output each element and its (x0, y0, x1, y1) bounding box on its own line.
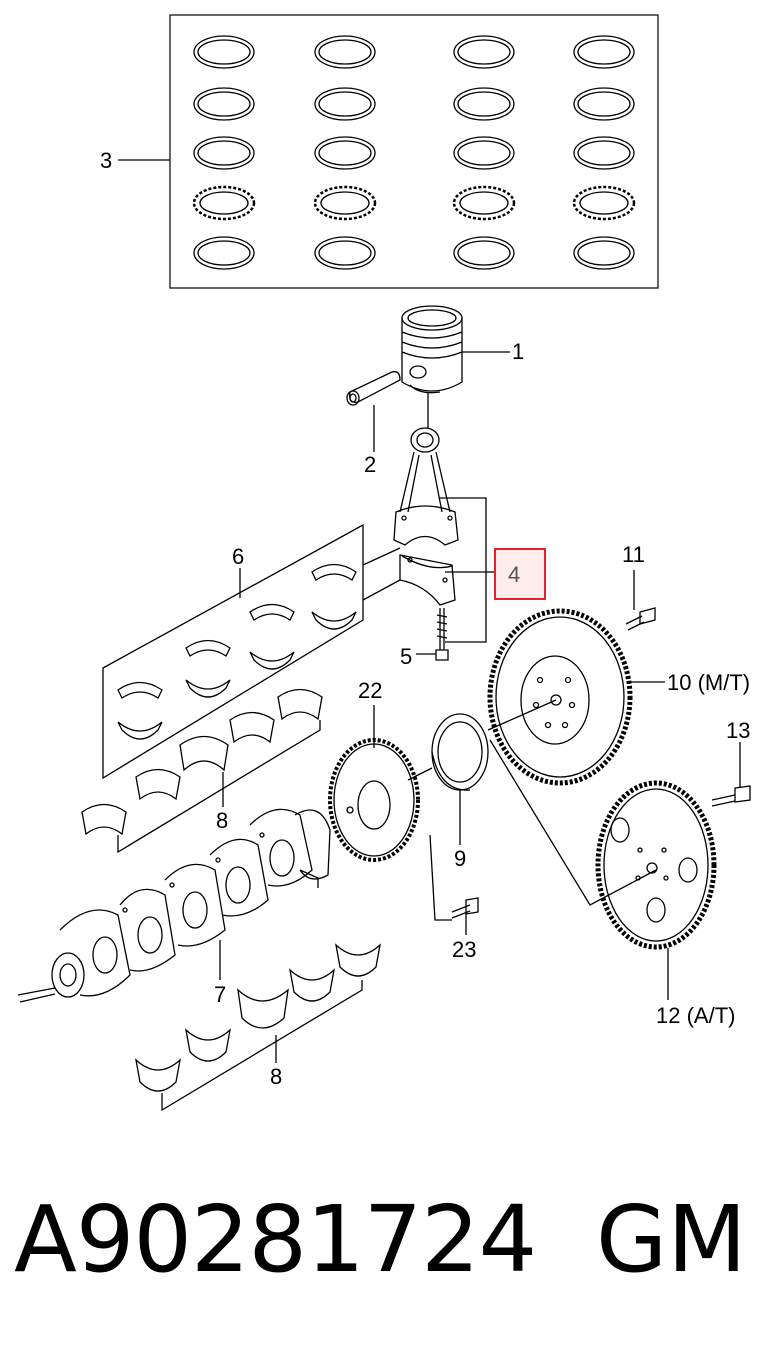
callout-6[interactable]: 6 (232, 544, 244, 569)
footer: A90281724 GM (0, 1185, 772, 1295)
rod-bolt[interactable] (435, 608, 449, 661)
callout-4[interactable]: 4 (508, 562, 520, 587)
leader-9-link (407, 767, 433, 781)
brand-name: GM (596, 1186, 747, 1293)
callout-2[interactable]: 2 (364, 452, 376, 477)
piston-ring-set[interactable] (169, 14, 659, 289)
callout-9[interactable]: 9 (454, 846, 466, 871)
leader-23 (429, 834, 452, 921)
connecting-rod[interactable] (393, 427, 459, 546)
callout-5[interactable]: 5 (400, 644, 412, 669)
flywheel-bolt[interactable] (625, 607, 656, 631)
callout-3[interactable]: 3 (100, 148, 112, 173)
callout-7[interactable]: 7 (214, 982, 226, 1007)
ring-column-4 (572, 35, 636, 270)
piston-pin[interactable] (346, 371, 401, 406)
flexplate-automatic[interactable] (595, 780, 717, 950)
rod-bearing-set[interactable] (102, 523, 364, 780)
callout-8-upper[interactable]: 8 (216, 808, 228, 833)
callout-8-lower[interactable]: 8 (270, 1064, 282, 1089)
crankshaft[interactable] (17, 808, 331, 1003)
flexplate-bolt[interactable] (711, 785, 751, 807)
leader-6-cap (362, 579, 401, 601)
main-bearings-lower[interactable] (135, 943, 381, 1112)
rear-oil-seal[interactable] (431, 713, 489, 791)
highlight-box (494, 548, 546, 600)
crankshaft-timing-gear[interactable] (328, 738, 420, 862)
ring-column-1 (192, 35, 256, 270)
connecting-rod-cap[interactable] (399, 554, 456, 606)
leader-12-link (489, 739, 657, 906)
leader-10-link (487, 699, 557, 731)
bearing-shells-6 (117, 563, 357, 740)
main-bearings-upper[interactable] (81, 688, 323, 854)
gear-bolt[interactable] (451, 897, 479, 919)
ring-column-2 (313, 35, 377, 270)
callout-10[interactable]: 10 (M/T) (667, 670, 750, 695)
bracket-4 (440, 497, 487, 643)
callout-1[interactable]: 1 (512, 339, 524, 364)
callout-11[interactable]: 11 (622, 542, 645, 567)
callout-12[interactable]: 12 (A/T) (656, 1003, 735, 1028)
callout-13[interactable]: 13 (726, 718, 750, 743)
flywheel-manual[interactable] (487, 608, 633, 786)
ring-column-3 (452, 35, 516, 270)
leader-6-rod (362, 547, 401, 566)
callout-23[interactable]: 23 (452, 937, 476, 962)
callout-22[interactable]: 22 (358, 678, 382, 703)
part-number: A90281724 (14, 1186, 537, 1293)
piston[interactable] (401, 305, 463, 394)
